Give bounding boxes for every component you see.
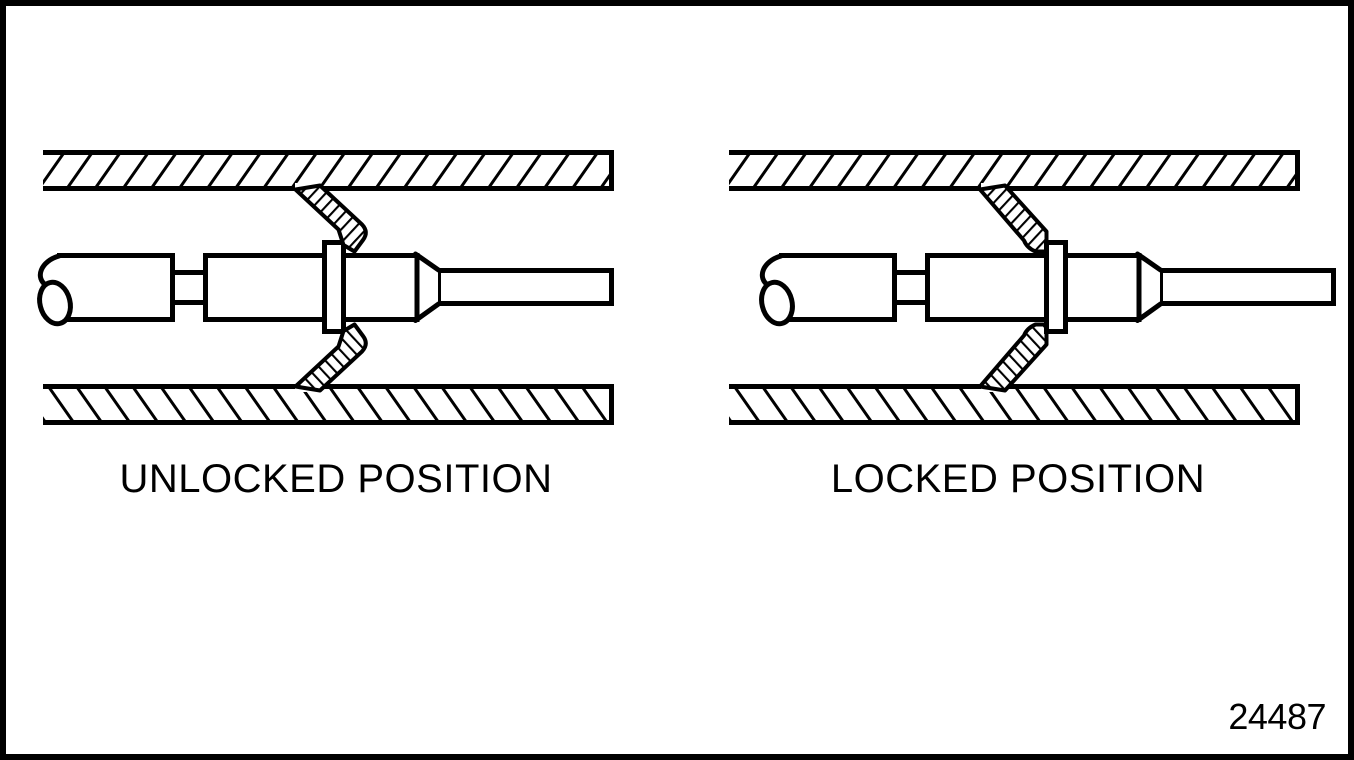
terminal-unlocked [35,243,611,332]
unlocked-label: UNLOCKED POSITION [119,457,552,501]
lock-tang-top-locked [978,183,1049,254]
locked-label: LOCKED POSITION [831,457,1205,501]
figure-number: 24487 [1228,696,1326,737]
lock-tang-bottom-unlocked [293,322,368,393]
panel-locked: LOCKED POSITION [729,150,1334,501]
lock-tang-bottom-locked [978,322,1049,393]
panel-unlocked: UNLOCKED POSITION [35,150,614,501]
lock-tang-top-unlocked [293,183,368,254]
terminal-locked [757,243,1333,332]
